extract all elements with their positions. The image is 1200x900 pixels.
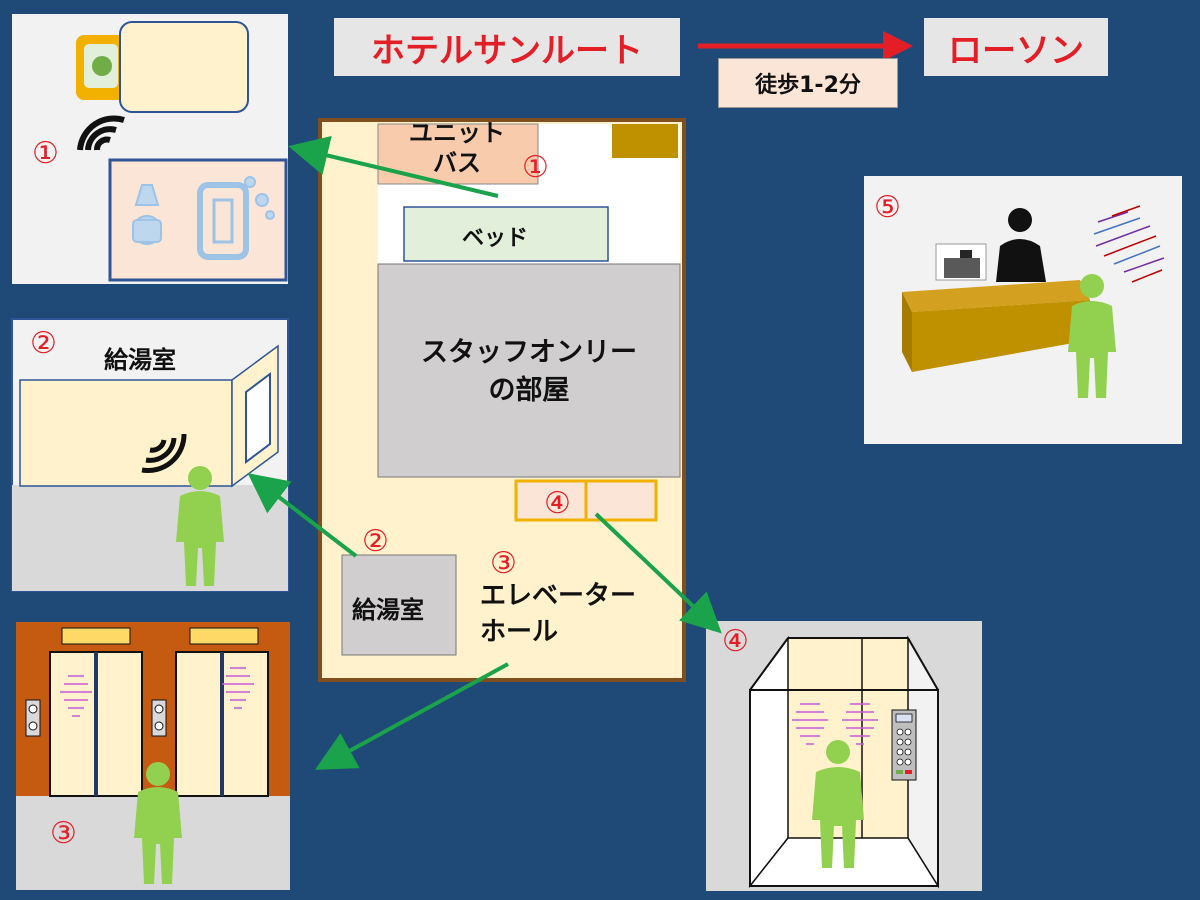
store-title: ローソン — [924, 18, 1108, 76]
sound-icon — [141, 433, 187, 473]
elevator-panel-icon — [891, 709, 917, 781]
green-arrows — [247, 135, 722, 770]
elevator-box-1 — [514, 479, 588, 522]
pantry-panel-title: 給湯室 — [104, 346, 176, 374]
sound-wave-icon — [60, 667, 254, 717]
marker-3-panel: ③ — [50, 816, 77, 851]
marker-2-floor: ② — [362, 524, 389, 559]
floor-plan — [318, 118, 686, 682]
storage-box — [612, 124, 678, 158]
panel-store-counter — [864, 176, 1182, 444]
bed-label: ベッド — [462, 226, 529, 251]
shower-icon — [132, 176, 275, 260]
marker-4-floor: ④ — [544, 486, 571, 521]
panel-keycard — [12, 14, 288, 284]
staff-room-label: スタッフオンリー の部屋 — [421, 337, 637, 406]
hotel-title: ホテルサンルート — [334, 18, 680, 76]
pantry-area — [341, 554, 457, 656]
elevator-hall-label: エレベーター ホール — [480, 581, 637, 647]
bed-area — [403, 206, 609, 262]
marker-3-floor: ③ — [490, 546, 517, 581]
marker-4-panel: ④ — [722, 624, 749, 659]
panel-pantry — [11, 318, 289, 592]
noise-icon — [1093, 205, 1165, 283]
marker-5-panel: ⑤ — [874, 190, 901, 225]
store-title-text: ローソン — [948, 30, 1084, 71]
unit-bath-label: ユニット バス — [409, 119, 505, 177]
marker-2-panel: ② — [30, 326, 57, 361]
staff-room-area — [377, 263, 681, 478]
cash-register-icon — [935, 243, 987, 281]
person-icon — [1068, 274, 1116, 398]
marker-1-panel: ① — [32, 136, 59, 171]
person-icon — [812, 740, 864, 868]
panel-elevator-cabin — [706, 621, 982, 891]
pantry-label: 給湯室 — [352, 596, 424, 624]
walk-time-text: 徒歩1-2分 — [755, 73, 861, 98]
panel-elevators — [16, 622, 290, 890]
person-icon — [134, 762, 182, 884]
cabin-sound-icon — [792, 703, 878, 745]
clerk-icon — [996, 208, 1046, 282]
nfc-icon — [77, 115, 125, 151]
walk-time-label: 徒歩1-2分 — [718, 58, 898, 108]
person-icon — [176, 466, 224, 586]
marker-1-floor: ① — [522, 150, 549, 185]
hotel-title-text: ホテルサンルート — [371, 30, 643, 71]
